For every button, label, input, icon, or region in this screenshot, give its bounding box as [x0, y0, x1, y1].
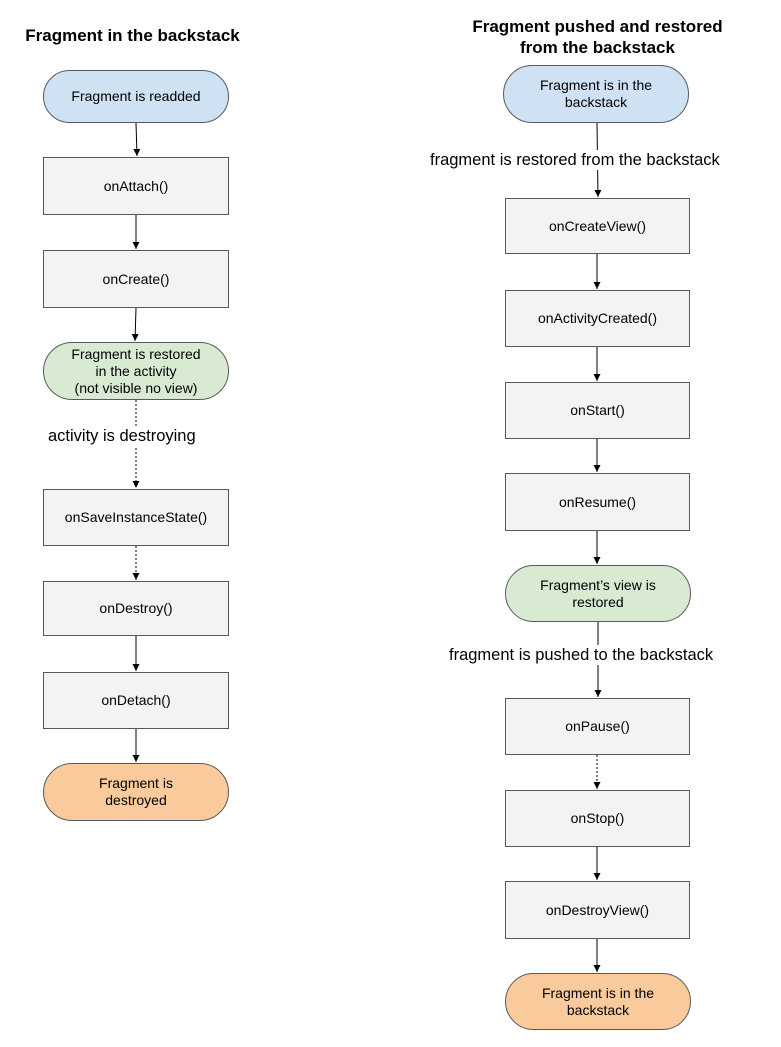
node-fragment-destroyed: Fragment is destroyed	[43, 763, 229, 821]
node-fragment-end-in-backstack: Fragment is in the backstack	[505, 973, 691, 1030]
node-fragment-in-backstack: Fragment is in the backstack	[503, 65, 689, 123]
left-title: Fragment in the backstack	[25, 26, 240, 45]
arrow-oncreate-to-restored	[131, 307, 139, 342]
arrow-readded-to-onattach	[133, 122, 141, 157]
node-fragment-readded: Fragment is readded	[43, 70, 229, 123]
restored-line-2: in the activity	[95, 362, 177, 379]
right-title: Fragment pushed and restored from the ba…	[445, 16, 750, 58]
end-line-2: backstack	[566, 1001, 630, 1018]
end-line-1: Fragment is in the	[541, 984, 655, 1001]
node-ondestroyview: onDestroyView()	[505, 881, 690, 939]
node-fragment-restored-in-activity: Fragment is restored in the activity (no…	[43, 342, 229, 400]
restored-line-3: (not visible no view)	[74, 379, 198, 396]
restored-line-1: Fragment is restored	[71, 345, 201, 362]
node-oncreate: onCreate()	[43, 250, 229, 308]
node-onattach: onAttach()	[43, 157, 229, 215]
edge-label-activity-destroying: activity is destroying	[48, 426, 196, 446]
in-backstack-line-1: Fragment is in the	[539, 77, 653, 93]
node-ondetach: onDetach()	[43, 672, 229, 729]
node-onstop: onStop()	[505, 790, 690, 847]
node-onpause: onPause()	[505, 698, 690, 755]
node-oncreateview: onCreateView()	[505, 198, 690, 254]
node-onsaveinstancestate: onSaveInstanceState()	[43, 489, 229, 546]
right-title-line-1: Fragment pushed and restored	[472, 17, 723, 36]
right-title-line-2: from the backstack	[520, 38, 675, 57]
destroyed-line-1: Fragment is	[99, 775, 173, 791]
edge-label-restored-from-backstack: fragment is restored from the backstack	[430, 150, 720, 170]
in-backstack-line-2: backstack	[564, 94, 628, 110]
node-fragment-view-restored: Fragment’s view is restored	[505, 565, 691, 622]
node-onresume: onResume()	[505, 473, 690, 531]
view-restored-line-2: restored	[572, 593, 624, 610]
destroyed-line-2: destroyed	[105, 792, 167, 808]
node-onstart: onStart()	[505, 382, 690, 439]
edge-label-pushed-to-backstack: fragment is pushed to the backstack	[449, 645, 714, 665]
node-onactivitycreated: onActivityCreated()	[505, 290, 690, 347]
node-ondestroy: onDestroy()	[43, 581, 229, 636]
view-restored-line-1: Fragment’s view is	[540, 576, 656, 593]
